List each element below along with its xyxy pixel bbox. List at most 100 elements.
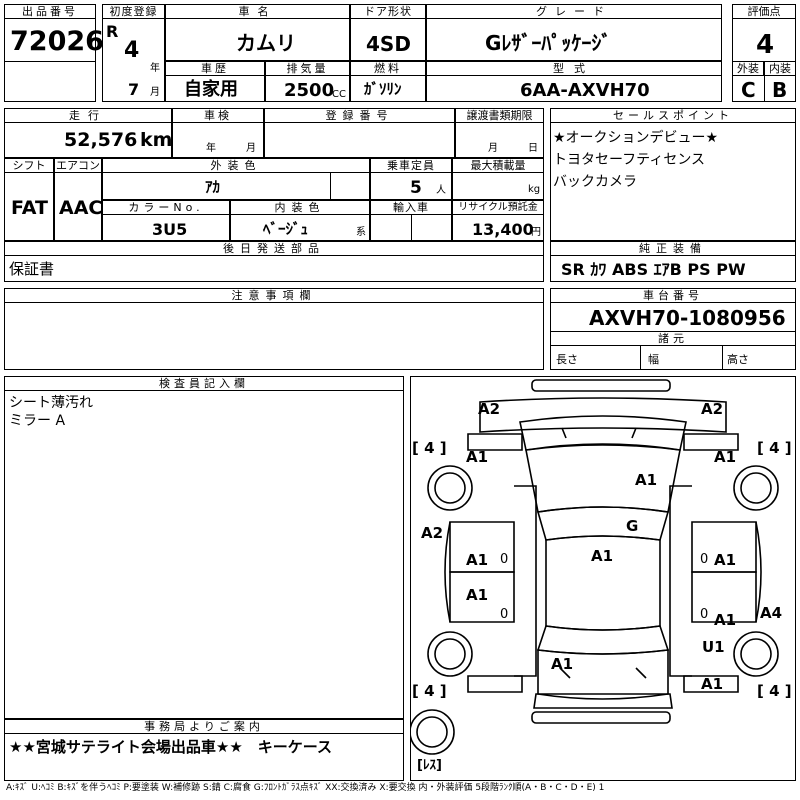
exterior-grade: C	[741, 78, 756, 102]
door-label: ドア形状	[350, 4, 426, 19]
spec-split-2	[722, 346, 723, 370]
mark-hood: A1	[635, 471, 658, 489]
later-label: 後日発送部品	[4, 241, 544, 256]
shift: FAT	[11, 197, 48, 219]
mark-door-rr: A1	[714, 611, 737, 629]
displacement-unit: CC	[332, 89, 346, 100]
notes-label: 注意事項欄	[4, 288, 544, 303]
import-label: 輸入車	[370, 200, 452, 215]
sales-label: セールスポイント	[550, 108, 796, 123]
plate-label: 登録番号	[264, 108, 455, 123]
mileage-unit: km	[140, 129, 173, 151]
mark-zero-4: 0	[700, 607, 709, 622]
diagram-box	[410, 376, 796, 781]
tire-rr: [ 4 ]	[757, 682, 792, 700]
lot-divider	[4, 61, 96, 62]
mark-quarter-rr: U1	[702, 638, 725, 656]
transfer-day-unit: 日	[528, 143, 538, 154]
color-split	[330, 173, 331, 200]
exterior-label: 外装	[732, 61, 764, 76]
reg-year: 4	[124, 38, 140, 63]
interior-color-unit: 系	[356, 227, 366, 238]
sales-point-3: バックカメラ	[553, 174, 637, 190]
mark-door-fr: A1	[714, 551, 737, 569]
interior-label: 内装	[764, 61, 796, 76]
equip-label: 純正装備	[550, 241, 796, 256]
score-label: 評価点	[732, 4, 796, 19]
spec-label: 諸元	[550, 331, 796, 346]
mark-fr-corner: A2	[701, 400, 724, 418]
mark-fender-fl: A1	[466, 448, 489, 466]
mark-zero-3: 0	[500, 607, 509, 622]
office-message: ★★宮城サテライト会場出品車★★ キーケース	[9, 738, 333, 756]
ac-label: エアコン	[54, 158, 102, 173]
sales-point-1: ★オークションデビュー★	[553, 130, 719, 146]
model: 6AA-AXVH70	[520, 80, 650, 101]
color-no-label: カラーNo.	[102, 200, 230, 215]
spare-tire: [ﾚｽ]	[417, 758, 442, 773]
insp-year-unit: 年	[206, 143, 216, 154]
mark-zero-1: 0	[500, 552, 509, 567]
fuel-label: 燃料	[350, 61, 426, 76]
inspector-line-1: シート薄汚れ	[9, 395, 93, 411]
legend: A:ｷｽﾞ U:ﾍｺﾐ B:ｷｽﾞを伴うﾍｺﾐ P:要塗装 W:補修跡 S:錆 …	[6, 783, 605, 793]
mark-door-rl: A1	[466, 586, 489, 604]
car-name-label: 車名	[165, 4, 350, 19]
load-unit: kg	[528, 184, 541, 195]
history: 自家用	[184, 79, 238, 100]
color-no: 3U5	[152, 220, 188, 239]
grade: Gﾚｻﾞｰﾊﾟｯｹｰｼﾞ	[485, 31, 612, 55]
capacity: 5	[410, 178, 422, 198]
later-parts: 保証書	[9, 260, 55, 278]
width-label: 幅	[648, 353, 659, 366]
load-label: 最大積載量	[452, 158, 544, 173]
recycle-unit: 円	[531, 227, 541, 238]
lot-no: 72026	[10, 26, 104, 57]
interior-color-label: 内装色	[230, 200, 370, 215]
lot-no-label: 出品番号	[4, 4, 96, 19]
interior-grade: B	[772, 78, 788, 102]
mark-windshield: G	[626, 517, 639, 535]
tire-fl: [ 4 ]	[412, 439, 447, 457]
door-type: 4SD	[366, 32, 411, 56]
recycle: 13,400	[472, 220, 534, 239]
mark-door-fl: A1	[466, 551, 489, 569]
transfer-month-unit: 月	[488, 143, 498, 154]
mark-left-side: A2	[421, 524, 444, 542]
length-label: 長さ	[556, 353, 578, 366]
chassis-number: AXVH70-1080956	[589, 306, 786, 330]
recycle-label: リサイクル預託金	[452, 200, 544, 215]
inspection-label: 車検	[172, 108, 264, 123]
chassis-label: 車台番号	[550, 288, 796, 303]
displacement-label: 排気量	[265, 61, 350, 76]
mark-rear-r: A1	[701, 675, 724, 693]
era: R	[106, 22, 119, 41]
score: 4	[756, 30, 775, 60]
reg-year-unit: 年	[150, 63, 160, 74]
inspector-label: 検査員記入欄	[4, 376, 404, 391]
height-label: 高さ	[727, 353, 749, 366]
reg-month-unit: 月	[150, 87, 160, 98]
model-label: 型式	[426, 61, 722, 76]
ext-int-divider	[764, 76, 765, 102]
first-reg-label: 初度登録	[102, 4, 165, 19]
history-label: 車歴	[165, 61, 265, 76]
grade-label: グレード	[426, 4, 722, 19]
insp-month-unit: 月	[246, 143, 256, 154]
inspector-line-2: ミラー A	[9, 413, 66, 429]
mark-roof: A1	[591, 547, 614, 565]
sales-point-2: トヨタセーフティセンス	[553, 152, 706, 168]
mark-right-side: A4	[760, 604, 783, 622]
mark-fl-corner: A2	[478, 400, 501, 418]
color-label: 外装色	[102, 158, 370, 173]
capacity-label: 乗車定員	[370, 158, 452, 173]
ac: AAC	[59, 197, 103, 219]
color: ｱｶ	[205, 178, 221, 196]
import-split	[411, 215, 412, 241]
tire-fr: [ 4 ]	[757, 439, 792, 457]
mark-fender-fr: A1	[714, 448, 737, 466]
reg-month: 7	[128, 80, 140, 99]
mileage-label: 走行	[4, 108, 172, 123]
car-name: カムリ	[236, 31, 296, 55]
equip: SR ｶﾜ ABS ｴｱB PS PW	[561, 260, 746, 279]
